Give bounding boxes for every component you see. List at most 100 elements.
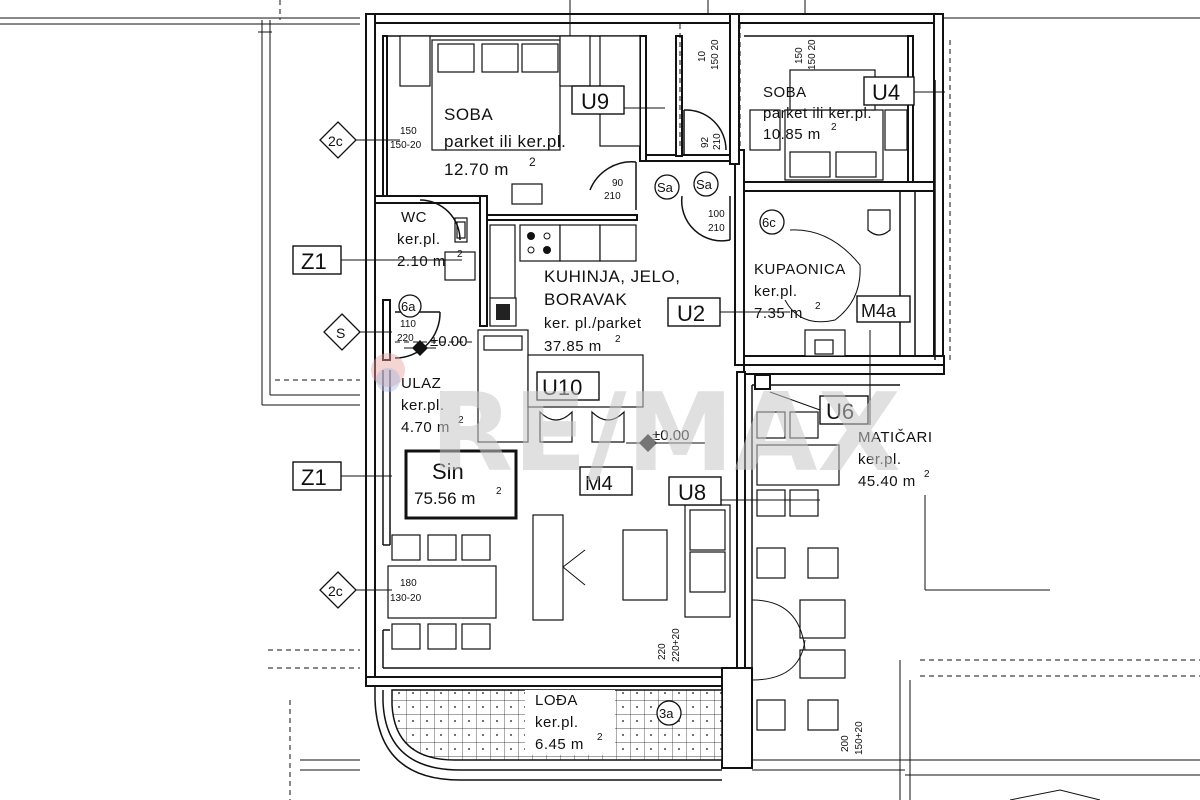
furniture: [387, 35, 908, 731]
svg-text:220: 220: [397, 333, 414, 344]
unit-total-box: Sin 75.56 m 2: [404, 449, 518, 520]
room-name: KUHINJA, JELO,: [544, 267, 680, 286]
svg-text:U2: U2: [677, 301, 705, 326]
svg-text:92: 92: [700, 136, 711, 148]
svg-text:Sa: Sa: [696, 177, 713, 192]
code-u10: U10: [536, 371, 600, 401]
svg-text:M4a: M4a: [861, 301, 897, 321]
marker-6a: 6a: [398, 294, 422, 318]
loggia: [374, 667, 723, 781]
svg-text:150 20: 150 20: [710, 39, 721, 70]
room-name: KUPAONICA: [754, 261, 846, 278]
svg-text:U9: U9: [581, 89, 609, 114]
room-area: 37.85 m: [544, 338, 602, 355]
room-area: 10.85 m: [763, 126, 821, 143]
area-unit-sup: 2: [831, 122, 837, 133]
svg-text:Z1: Z1: [301, 465, 327, 490]
room-name: SOBA: [763, 84, 807, 101]
svg-text:100: 100: [708, 209, 725, 220]
room-name: SOBA: [444, 105, 493, 124]
svg-text:210: 210: [712, 133, 723, 150]
unit-name: Sin: [432, 459, 464, 484]
svg-text:180: 180: [400, 578, 417, 589]
room-area: 7.35 m: [754, 305, 803, 322]
svg-text:210: 210: [708, 223, 725, 234]
code-m4a: M4a: [856, 295, 911, 323]
svg-text:150: 150: [400, 126, 417, 137]
room-ulaz: ULAZ ker.pl. 4.70 m 2: [401, 375, 464, 436]
code-u4: U4: [863, 76, 945, 106]
code-u8: U8: [668, 476, 820, 506]
svg-text:130-20: 130-20: [390, 593, 422, 604]
code-u2: U2: [667, 297, 790, 327]
svg-text:150-20: 150-20: [390, 140, 422, 151]
svg-text:150 20: 150 20: [807, 39, 818, 70]
svg-text:M4: M4: [585, 473, 613, 495]
svg-text:U8: U8: [678, 480, 706, 505]
area-unit-sup: 2: [457, 249, 463, 260]
svg-text:200: 200: [840, 735, 851, 752]
code-u9: U9: [571, 85, 665, 115]
room-name: ULAZ: [401, 375, 441, 392]
code-z1-bottom: Z1: [292, 461, 392, 491]
area-unit-sup: 2: [615, 334, 621, 345]
code-u6: U6: [769, 391, 869, 425]
svg-text:220: 220: [657, 643, 668, 660]
marker-s: S: [323, 313, 392, 351]
room-wc: WC ker.pl. 2.10 m 2: [397, 209, 463, 270]
room-area: 6.45 m: [535, 736, 584, 753]
room-floor: ker.pl.: [397, 231, 441, 248]
svg-text:S: S: [336, 325, 345, 341]
svg-text:110: 110: [400, 319, 416, 330]
svg-text:U6: U6: [826, 399, 854, 424]
svg-text:U4: U4: [872, 80, 900, 105]
svg-text:2c: 2c: [328, 583, 343, 599]
room-area: 12.70 m: [444, 160, 509, 179]
code-z1-top: Z1: [292, 245, 462, 275]
room-floor: ker.pl.: [401, 397, 445, 414]
room-floor: parket ili ker.pl.: [763, 105, 872, 122]
svg-text:Z1: Z1: [301, 249, 327, 274]
area-unit-sup: 2: [458, 415, 464, 426]
watermark-logo: RE/MAX: [371, 353, 901, 496]
room-loda: LOĐA ker.pl. 6.45 m 2: [535, 692, 603, 753]
marker-sa-1: Sa: [654, 174, 680, 200]
room-name: MATIČARI: [858, 429, 933, 446]
svg-text:RE/MAX: RE/MAX: [430, 371, 901, 496]
room-kuhinja: KUHINJA, JELO, BORAVAK ker. pl./parket 3…: [544, 267, 680, 355]
room-floor: ker. pl./parket: [544, 315, 642, 332]
svg-text:U10: U10: [542, 375, 582, 400]
room-soba-left: SOBA parket ili ker.pl. 12.70 m 2: [444, 105, 566, 179]
room-floor: parket ili ker.pl.: [444, 132, 566, 151]
room-kupaonica: KUPAONICA ker.pl. 7.35 m 2: [754, 261, 846, 322]
marker-2c-top: 2c: [319, 121, 400, 159]
unit-area: 75.56 m: [414, 489, 475, 508]
svg-text:6c: 6c: [762, 215, 776, 230]
svg-text:6a: 6a: [401, 299, 416, 314]
svg-text:210: 210: [604, 191, 621, 202]
room-area: 4.70 m: [401, 419, 450, 436]
marker-2c-bottom: 2c: [319, 571, 392, 609]
walls: [365, 0, 945, 800]
level-mark-kitchen: ±0.00: [626, 427, 705, 452]
area-unit-sup: 2: [529, 155, 536, 169]
marker-6c: 6c: [759, 209, 785, 235]
svg-text:±0.00: ±0.00: [652, 427, 689, 444]
marker-3a: 3a: [656, 700, 682, 726]
marker-sa-2: Sa: [693, 171, 719, 197]
doors: [394, 109, 731, 359]
svg-text:±0.00: ±0.00: [430, 333, 467, 350]
room-area: 45.40 m: [858, 473, 916, 490]
svg-text:2c: 2c: [328, 133, 343, 149]
area-unit-sup: 2: [924, 469, 930, 480]
dimension-labels: 150 150-20 90 210 100 210 110 220 180 13…: [390, 39, 865, 755]
svg-text:220+20: 220+20: [671, 628, 682, 662]
level-mark-entrance: ±0.00: [404, 333, 467, 356]
area-unit-sup: 2: [496, 486, 502, 497]
svg-text:150: 150: [794, 47, 805, 64]
svg-text:3a: 3a: [659, 706, 674, 721]
room-soba-right: SOBA parket ili ker.pl. 10.85 m 2: [763, 84, 872, 143]
room-floor: ker.pl.: [858, 451, 902, 468]
